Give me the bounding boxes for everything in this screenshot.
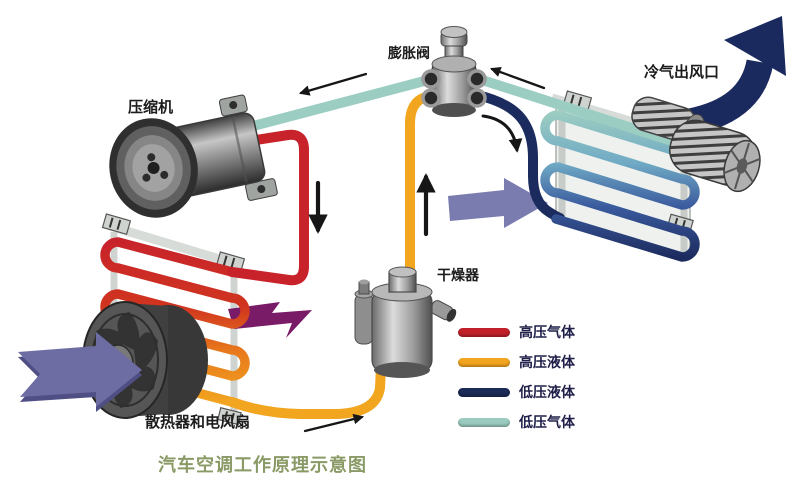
valve-port-icon (467, 88, 487, 108)
legend-row-low-pressure-gas: 低压气体 (458, 414, 575, 430)
legend-swatch-high-pressure-gas (458, 328, 510, 337)
legend-label-low-pressure-liquid: 低压液体 (519, 384, 575, 400)
flow-arrow-curved-navy-icon (481, 114, 523, 153)
diagram-title: 汽车空调工作原理示意图 (158, 455, 367, 475)
dryer (354, 266, 457, 378)
mount-bracket-icon (217, 407, 242, 426)
flow-arrow-to-valve-icon (490, 66, 546, 90)
legend-row-low-pressure-liquid: 低压液体 (458, 384, 575, 400)
compressor (109, 94, 278, 218)
flow-arrow-bottom-orange-icon (303, 413, 365, 433)
condenser-airflow-arrow-icon (18, 332, 142, 412)
pipe-low-pressure-gas-return (471, 73, 705, 155)
pipe-low-pressure-gas-suction (233, 74, 437, 135)
legend-label-high-pressure-gas: 高压气体 (519, 324, 575, 340)
radiator-fan-label: 散热器和电风扇 (145, 414, 251, 431)
flow-arrows (298, 66, 546, 433)
valve-port-icon (421, 88, 441, 108)
pipe-high-pressure-gas (227, 129, 309, 286)
flow-arrow-to-compressor-icon (298, 72, 368, 96)
evaporator-airflow-arrow-icon (448, 178, 548, 228)
legend-swatch-low-pressure-gas (458, 418, 510, 427)
expansion-valve-label: 膨胀阀 (388, 45, 430, 61)
dryer-label: 干燥器 (437, 267, 479, 283)
legend-swatch-high-pressure-liquid (458, 358, 510, 367)
legend-swatch-low-pressure-liquid (458, 388, 510, 397)
evaporator-coil (540, 110, 700, 262)
compressor-pulley-icon (109, 118, 198, 218)
valve-port-icon (467, 69, 487, 89)
mount-bracket-icon (101, 213, 132, 236)
pipe-high-pressure-liquid-upper (405, 91, 438, 287)
blower-fan (631, 96, 761, 193)
legend-label-low-pressure-gas: 低压气体 (519, 414, 575, 430)
legend-row-high-pressure-gas: 高压气体 (458, 324, 575, 340)
compressor-label: 压缩机 (128, 99, 174, 116)
pipe-high-pressure-liquid-lower (227, 361, 386, 419)
pipe-low-pressure-liquid (472, 90, 565, 223)
legend-row-high-pressure-liquid: 高压液体 (458, 354, 575, 370)
legend: 高压气体 高压液体 低压液体 低压气体 (458, 324, 575, 447)
valve-port-icon (421, 69, 441, 89)
expansion-valve (421, 26, 487, 117)
legend-label-high-pressure-liquid: 高压液体 (519, 354, 575, 370)
cold-air-outlet-label: 冷气出风口 (644, 64, 720, 81)
